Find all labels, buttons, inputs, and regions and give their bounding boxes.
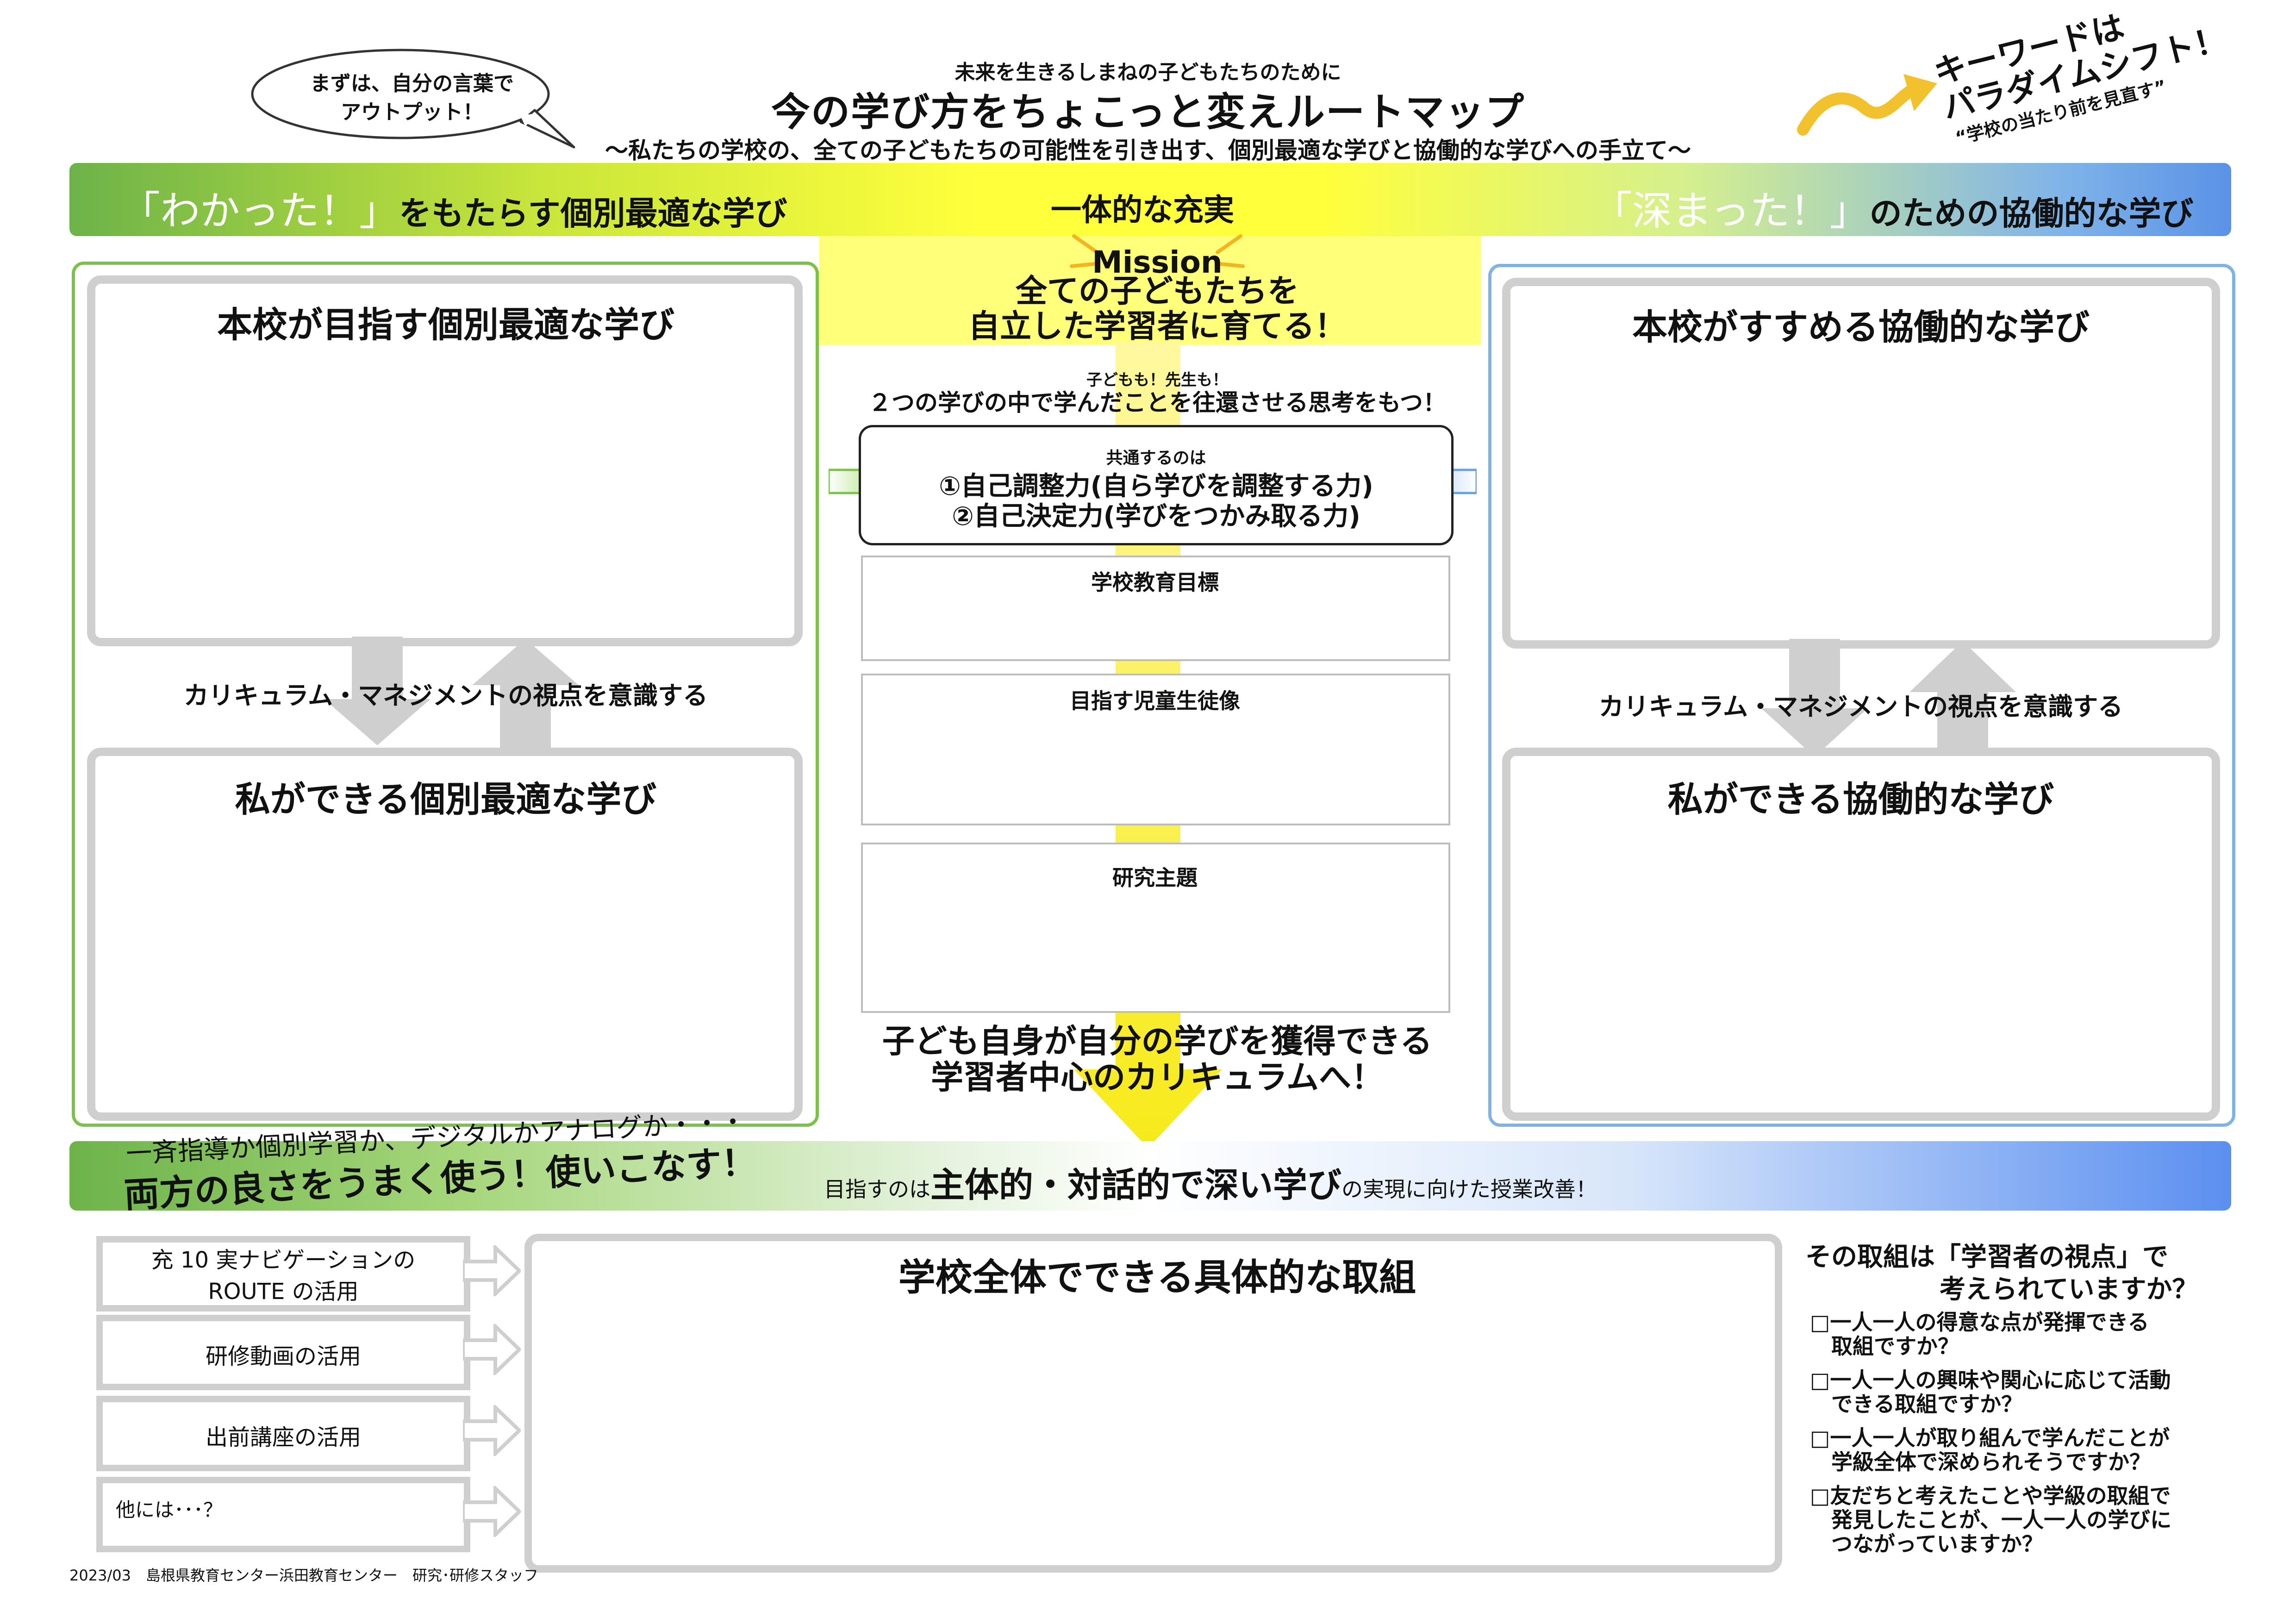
mission-line-2: 自立した学習者に育てる！ — [968, 308, 1346, 345]
resource-item-1-label: 充 10 実ナビゲーションの ROUTE の活用 — [103, 1244, 464, 1307]
school-collaborative-box[interactable] — [1502, 278, 2220, 649]
bubble-line-1: まずは、自分の言葉で — [310, 72, 514, 95]
left-cm-text: カリキュラム・マネジメントの視点を意識する — [183, 681, 708, 710]
mission-background — [819, 236, 1481, 345]
sparkle-lines-icon — [1070, 234, 1245, 268]
ideal-student-label: 目指す児童生徒像 — [1070, 688, 1240, 713]
checklist-item-4[interactable]: □友だちと考えたことや学級の取組で 発見したことが、一人一人の学びに つながって… — [1810, 1484, 2273, 1556]
mission-label: Mission — [1092, 244, 1223, 280]
common-ability-1: ①自己調整力(自ら学びを調整する力) — [939, 471, 1373, 501]
school-goal-box[interactable] — [861, 556, 1450, 661]
resource-item-2-label: 研修動画の活用 — [205, 1343, 361, 1369]
goal-line-2: 学習者中心のカリキュラムへ！ — [931, 1058, 1384, 1096]
checklist-item-1[interactable]: □一人一人の得意な点が発揮できる 取組ですか？ — [1810, 1310, 2273, 1358]
cycle-arrows-icon — [1761, 639, 2016, 759]
ideal-student-box[interactable] — [861, 674, 1450, 825]
both-small-text: 子どもも！先生も！ — [1086, 371, 1228, 389]
speech-bubble-text: まずは、自分の言葉で アウトプット！ — [278, 69, 546, 127]
resource-item-1-line-1: 充 10 実ナビゲーションの — [151, 1247, 416, 1273]
resource-item-1-line-2: ROUTE の活用 — [208, 1279, 359, 1305]
school-wide-initiatives-box[interactable] — [524, 1234, 1782, 1573]
speech-bubble — [251, 49, 575, 149]
footer-credit: 2023/03 島根県教育センター浜田教育センター 研究･研修スタッフ — [69, 1567, 538, 1584]
goal-prefix: 目指すのは — [824, 1177, 930, 1202]
bottom-band-goal: 目指すのは主体的・対話的で深い学びの実現に向けた授業改善！ — [824, 1157, 1597, 1207]
checklist-item-2-line-2: できる取組ですか？ — [1810, 1392, 2023, 1417]
right-cm-text: カリキュラム・マネジメントの視点を意識する — [1598, 692, 2123, 721]
school-individual-title: 本校が目指す個別最適な学び — [217, 304, 674, 345]
resource-item-3[interactable] — [96, 1396, 470, 1471]
curved-arrow-icon — [1797, 74, 1937, 136]
goal-suffix: の実現に向けた授業改善！ — [1341, 1177, 1597, 1202]
band-right-quote: 「深まった！」 — [1592, 188, 1870, 234]
resource-item-1[interactable] — [96, 1236, 470, 1312]
keyword-callout: キーワードは パラダイムシフト！ “学校の当たり前を見直す” — [1930, 0, 2236, 150]
goal-line-1: 子ども自身が自分の学びを獲得できる — [882, 1022, 1433, 1060]
common-small-text: 共通するのは — [1106, 449, 1206, 468]
band-left-rest: をもたらす個別最適な学び — [399, 194, 787, 232]
school-wide-initiatives-title: 学校全体でできる具体的な取組 — [898, 1256, 1416, 1299]
checklist-item-2[interactable]: □一人一人の興味や関心に応じて活動 できる取組ですか？ — [1810, 1368, 2273, 1416]
checklist-item-4-line-1: □友だちと考えたことや学級の取組で — [1810, 1483, 2171, 1508]
resource-item-2[interactable] — [96, 1315, 470, 1390]
common-ability-2: ②自己決定力(学びをつかみ取る力) — [952, 501, 1360, 531]
right-arrow-icon — [463, 1405, 521, 1456]
checklist-item-4-line-2: 発見したことが、一人一人の学びに — [1810, 1507, 2172, 1532]
school-collaborative-title: 本校がすすめる協働的な学び — [1632, 306, 2090, 348]
checklist-item-3[interactable]: □一人一人が取り組んで学んだことが 学級全体で深められそうですか？ — [1810, 1426, 2273, 1474]
checklist-title-line-2: 考えられていますか？ — [1940, 1274, 2198, 1305]
school-goal-label: 学校教育目標 — [1091, 570, 1219, 595]
right-arrow-icon — [463, 1324, 521, 1375]
top-gradient-band — [69, 163, 2231, 236]
right-arrow-icon — [463, 1245, 521, 1296]
common-abilities-box — [859, 425, 1454, 545]
resource-item-3-label: 出前講座の活用 — [205, 1424, 361, 1450]
my-collaborative-title: 私ができる協働的な学び — [1667, 779, 2054, 820]
sub-title: 未来を生きるしまねの子どもたちのために — [955, 61, 1341, 84]
checklist-item-1-line-2: 取組ですか？ — [1810, 1334, 1959, 1359]
bubble-line-2: アウトプット！ — [341, 100, 483, 124]
bottom-gradient-band — [69, 1141, 2231, 1211]
band-right-rest: のための協働的な学び — [1869, 194, 2194, 232]
my-individual-box[interactable] — [87, 748, 803, 1121]
band-left-quote: 「わかった！」 — [120, 188, 399, 234]
right-arrow-icon — [463, 1486, 521, 1537]
band-right-text: 「深まった！」のための協働的な学び — [1592, 178, 2194, 236]
mission-line-1: 全ての子どもたちを — [1015, 273, 1299, 310]
learner-centered-goal: 子ども自身が自分の学びを獲得できる 学習者中心のカリキュラムへ！ — [824, 1023, 1491, 1095]
checklist-item-3-line-2: 学級全体で深められそうですか？ — [1810, 1449, 2151, 1474]
mission-statement: 全ての子どもたちを 自立した学習者に育てる！ — [903, 274, 1412, 344]
resource-item-4-label: 他には･･･？ — [116, 1499, 223, 1521]
band-center-text: 一体的な充実 — [1051, 192, 1234, 228]
goal-main: 主体的・対話的で深い学び — [930, 1165, 1341, 1205]
band-left-text: 「わかった！」をもたらす個別最適な学び — [120, 178, 787, 236]
checklist-item-2-line-1: □一人一人の興味や関心に応じて活動 — [1810, 1368, 2171, 1393]
research-theme-label: 研究主題 — [1112, 865, 1198, 890]
individual-learning-panel — [72, 262, 819, 1127]
resource-item-4[interactable] — [96, 1477, 470, 1552]
checklist-item-1-line-1: □一人一人の得意な点が発揮できる — [1810, 1310, 2149, 1335]
checklist-title-line-1: その取組は「学習者の視点」で — [1805, 1242, 2168, 1272]
research-theme-box[interactable] — [861, 843, 1450, 1013]
both-learning-text: ２つの学びの中で学んだことを往還させる思考をもつ！ — [868, 389, 1446, 416]
checklist-item-4-line-3: つながっていますか？ — [1810, 1531, 2043, 1556]
checklist-item-3-line-1: □一人一人が取り組んで学んだことが — [1810, 1425, 2170, 1450]
school-individual-box[interactable] — [87, 275, 803, 646]
collaborative-learning-panel — [1488, 264, 2235, 1127]
my-collaborative-box[interactable] — [1502, 748, 2220, 1121]
page-title: 今の学び方をちょこっと変えルートマップ — [771, 89, 1525, 135]
tagline: ～私たちの学校の、全ての子どもたちの可能性を引き出す、個別最適な学びと協働的な学… — [605, 137, 1691, 164]
my-individual-title: 私ができる個別最適な学び — [235, 779, 657, 820]
cycle-arrows-icon — [324, 637, 579, 748]
